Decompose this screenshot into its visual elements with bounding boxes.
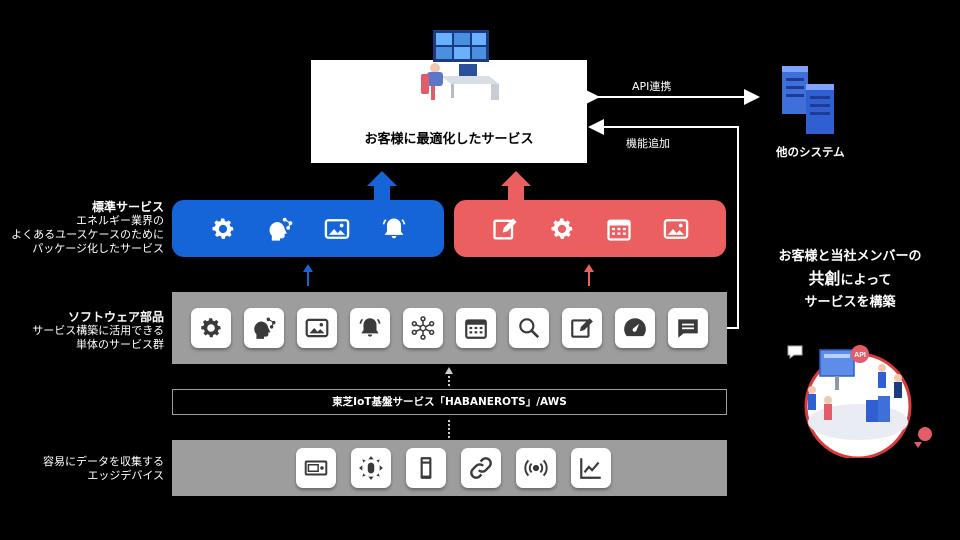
standard-service-label: 標準サービス エネルギー業界の よくあるユースケースのために パッケージ化したサ… (11, 200, 164, 256)
tile-message (668, 308, 709, 348)
co-creation-line-2-rest: によって (840, 273, 892, 288)
gear-icon (200, 318, 221, 338)
edge-device-label: 容易にデータを収集する エッジデバイス (43, 455, 164, 483)
api-badge-text: API (854, 352, 866, 359)
ai-head-icon (269, 217, 292, 241)
standard-service-line: よくあるユースケースのために (11, 228, 164, 241)
standard-service-band-blue (172, 200, 444, 257)
message-icon (678, 319, 699, 338)
ai-head-icon (253, 317, 276, 339)
calendar-icon (606, 219, 631, 241)
edge-device-band (172, 440, 727, 496)
co-creation-line-3: サービスを構築 (804, 295, 896, 310)
alert-marker-icon (914, 427, 932, 448)
network-icon (411, 316, 435, 340)
tile-gauge (615, 308, 656, 348)
image-icon (663, 218, 688, 239)
standard-service-line: パッケージ化したサービス (32, 242, 164, 255)
co-creation-text: お客様と当社メンバーの 共創によって サービスを構築 (752, 246, 948, 314)
gear-icon (551, 218, 572, 239)
image-icon (324, 218, 349, 239)
gear-icon (212, 218, 233, 239)
edit-icon (492, 218, 517, 239)
edge-device-line: エッジデバイス (87, 469, 164, 482)
co-creation-line-2: 共創によって (752, 268, 948, 292)
wireless-icon (524, 459, 548, 477)
add-function-path (588, 119, 739, 329)
link-icon (470, 457, 492, 479)
software-parts-line: サービス構築に活用できる (32, 324, 164, 337)
service-title: お客様に最適化したサービス (364, 132, 534, 147)
standard-service-line: エネルギー業界の (76, 214, 164, 227)
co-creation-emphasis: 共創 (808, 269, 841, 288)
search-icon (519, 318, 540, 339)
tile-wireless (516, 448, 556, 488)
bell-icon (382, 218, 405, 238)
software-parts-label: ソフトウェア部品 サービス構築に活用できる 単体のサービス群 (32, 310, 164, 352)
small-red-arrow (584, 264, 594, 286)
tile-bell (349, 308, 390, 348)
tile-chart (571, 448, 611, 488)
tile-search (509, 308, 550, 348)
red-up-arrow (501, 171, 531, 200)
meter-icon (304, 460, 328, 476)
tile-image (296, 308, 337, 348)
software-parts-line: 単体のサービス群 (76, 338, 164, 351)
sensor-icon (420, 457, 432, 479)
software-parts-heading: ソフトウェア部品 (67, 310, 164, 324)
software-parts-band (172, 292, 727, 364)
tile-calendar (456, 308, 497, 348)
tile-gear (190, 308, 231, 348)
bell-icon (359, 318, 381, 337)
small-blue-arrow (303, 264, 313, 286)
tile-sensor (406, 448, 446, 488)
api-link-label: API連携 (632, 80, 672, 93)
standard-service-band-red (454, 200, 726, 257)
platform-bar: 東芝IoT基盤サービス「HABANEROTS」/AWS (172, 389, 727, 415)
tile-edit (562, 308, 603, 348)
service-box (311, 30, 587, 163)
blue-up-arrow (367, 171, 397, 200)
co-creation-illustration: API (787, 345, 932, 458)
chat-bubble-icon (787, 345, 803, 359)
calendar-icon (465, 319, 487, 339)
other-system-label: 他のシステム (776, 145, 845, 159)
chart-icon (580, 458, 601, 479)
tile-link (461, 448, 501, 488)
tile-network (402, 308, 443, 348)
tile-ai-head (243, 308, 284, 348)
edge-device-line: 容易にデータを収集する (43, 455, 164, 468)
server-icon (782, 66, 834, 134)
standard-service-heading: 標準サービス (91, 200, 164, 214)
edit-icon (571, 318, 594, 338)
dotted-arrow-platform (445, 367, 453, 386)
tile-meter (296, 448, 336, 488)
gauge-icon (624, 318, 647, 337)
image-icon (305, 318, 329, 338)
cross-device-icon (359, 456, 383, 480)
operator-desk-illustration (421, 30, 499, 100)
add-function-label: 機能追加 (626, 137, 670, 150)
tile-cross-device (351, 448, 391, 488)
co-creation-line-1: お客様と当社メンバーの (778, 249, 922, 264)
